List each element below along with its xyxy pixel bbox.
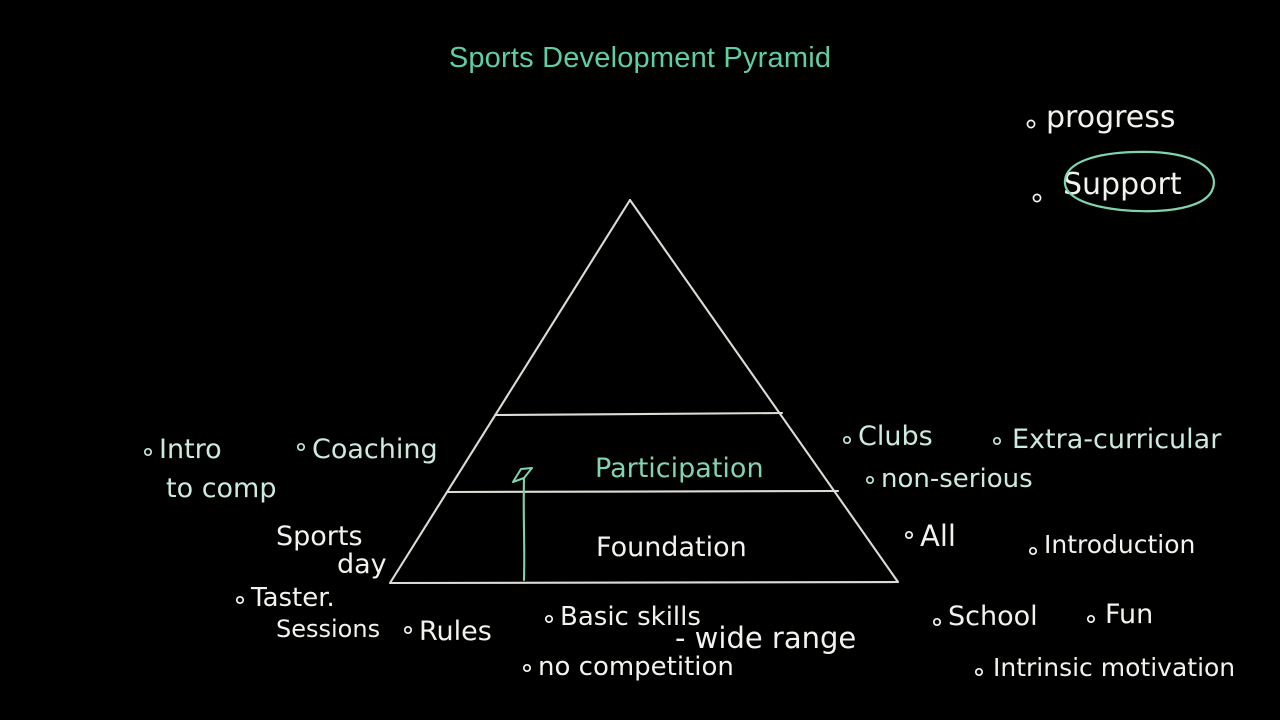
annotation-non-serious: non-serious [881,464,1033,494]
pyramid-base-line [388,580,900,585]
annotation-clubs: Clubs [858,421,933,452]
bullet-icon [1086,614,1096,624]
progression-arrow-shaft [522,476,526,582]
bullet-icon [403,625,413,635]
annotation-wide-range: - wide range [675,621,856,655]
annotation-sports-day-line1: Sports [276,521,363,552]
annotation-basic-skills: Basic skills [560,602,701,632]
bullet-icon [865,475,875,485]
bullet-icon [842,435,852,445]
bullet-icon [1032,193,1042,203]
pyramid-divider-upper [493,411,784,417]
pyramid-left-edge [388,198,632,585]
annotation-group-bottom: Rules Basic skills no competition - wide… [403,602,856,682]
annotation-group-left: Intro to comp Coaching Sports day Taster… [143,434,438,643]
annotation-introduction: Introduction [1044,530,1195,559]
annotation-support: Support [1063,167,1182,202]
pyramid-outline [388,198,900,585]
pyramid-right-edge [628,198,900,584]
bullet-icon [932,617,942,627]
bullet-icon [522,663,532,673]
progression-arrow [512,467,533,582]
tier-labels: Participation Foundation [595,453,764,563]
bullet-icon [235,595,245,605]
annotation-group-top-right: progress Support [1026,100,1216,213]
bullet-icon [904,530,914,540]
annotation-school: School [948,601,1038,632]
pyramid-divider-lower [446,489,840,494]
annotation-all: All [920,519,956,553]
annotation-extra-curricular: Extra-curricular [1012,424,1222,455]
bullet-icon [544,614,554,624]
page-title: Sports Development Pyramid [448,42,832,74]
annotation-taster-sessions-line2: Sessions [276,615,380,643]
bullet-icon [143,447,153,457]
bullet-icon [1028,546,1038,556]
annotation-taster-sessions-line1: Taster. [250,583,335,613]
bullet-icon [1026,119,1036,129]
annotation-intrinsic-motivation: Intrinsic motivation [993,653,1235,682]
progression-arrow-head [512,467,533,483]
annotation-intro-to-comp-line1: Intro [159,434,222,465]
annotation-no-competition: no competition [538,652,734,682]
participation-tier-label: Participation [595,453,764,484]
bullet-icon [974,667,984,677]
annotation-fun: Fun [1105,599,1153,630]
annotation-coaching: Coaching [312,434,438,465]
annotation-rules: Rules [419,616,492,647]
annotation-group-right: Clubs Extra-curricular non-serious All I… [842,421,1235,682]
bullet-icon [296,442,306,452]
annotation-progress: progress [1046,100,1176,135]
bullet-icon [992,436,1002,446]
annotation-sports-day-line2: day [337,549,387,580]
annotation-intro-to-comp-line2: to comp [166,473,277,504]
support-highlight-circle-icon [1063,150,1216,213]
foundation-tier-label: Foundation [596,532,747,563]
